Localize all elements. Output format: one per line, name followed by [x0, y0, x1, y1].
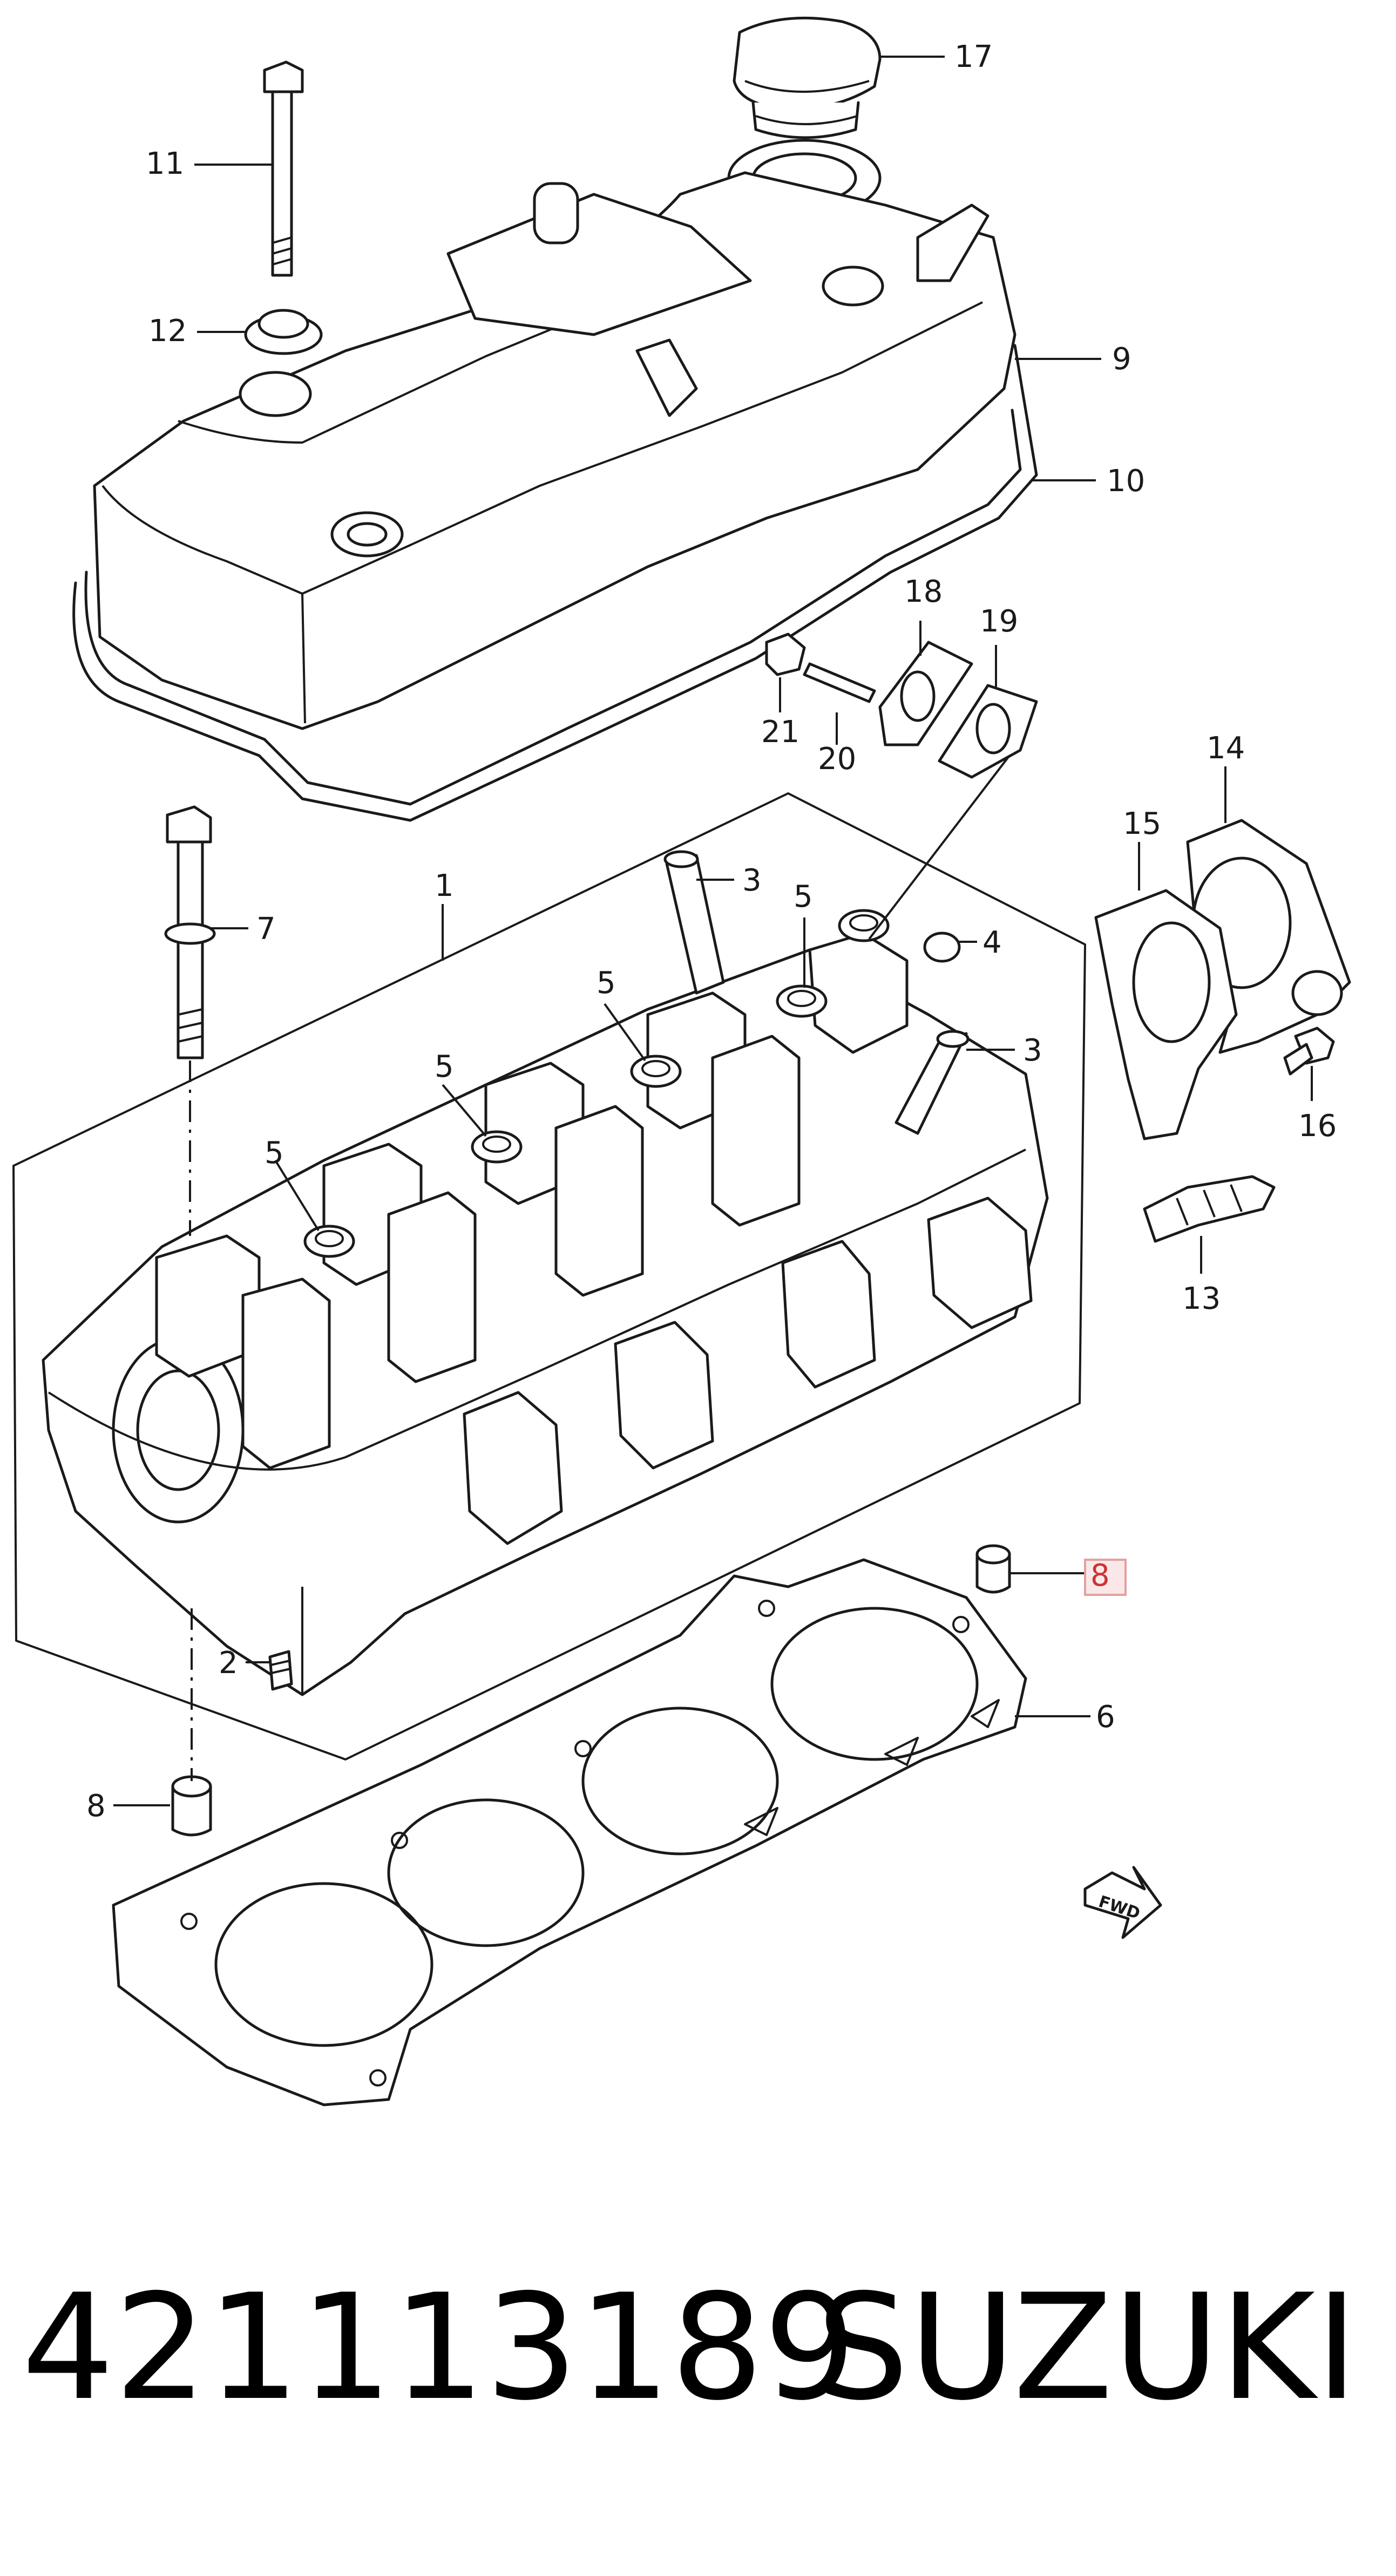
spark-plug [1143, 1175, 1276, 1243]
callout-11: 11 [146, 146, 184, 181]
callout-labels: 17 11 12 9 10 18 19 21 20 14 15 1 7 3 5 … [86, 39, 1337, 1824]
callout-6: 6 [1096, 1700, 1115, 1735]
callout-21: 21 [761, 715, 799, 750]
valve-stem-seal [838, 909, 890, 942]
callout-10: 10 [1107, 464, 1145, 499]
cylinder-head-assembly-outline [12, 792, 1086, 1761]
valve-stem-seal [471, 1130, 523, 1164]
water-outlet-bolt [1283, 1027, 1335, 1076]
callout-20: 20 [818, 742, 856, 777]
callout-5b: 5 [265, 1136, 284, 1171]
stud-bolt [803, 662, 876, 703]
callout-17: 17 [954, 39, 993, 74]
valve-guide [663, 850, 725, 995]
water-outlet-gasket [1094, 889, 1238, 1140]
dowel-pin [171, 1775, 212, 1837]
callout-4: 4 [982, 925, 1002, 960]
valve-stem-seal [303, 1225, 355, 1258]
cylinder-head [42, 932, 1049, 1696]
valve-stem-seal [630, 1055, 682, 1088]
part-number: 421113189 [22, 2262, 857, 2432]
callout-7: 7 [256, 912, 276, 947]
cylinder-head-bolt [164, 805, 216, 1059]
dowel-pin [975, 1544, 1011, 1594]
callout-18: 18 [904, 574, 943, 609]
cover-bolt-seal-washer [244, 309, 323, 355]
callout-5c: 5 [435, 1049, 454, 1084]
callout-13: 13 [1182, 1281, 1221, 1316]
callout-8-highlighted: 8 [1090, 1558, 1110, 1593]
hex-nut [765, 633, 806, 676]
cylinder-head-gasket [112, 1558, 1027, 2106]
callout-16: 16 [1298, 1109, 1337, 1144]
fwd-arrow-icon: FWD [1083, 1866, 1162, 1939]
callout-15: 15 [1123, 806, 1161, 841]
callout-9: 9 [1112, 342, 1131, 377]
callout-5d: 5 [597, 966, 616, 1001]
cover-bolt [263, 60, 304, 277]
cylinder-head-cover [93, 171, 1016, 730]
callout-8: 8 [86, 1789, 106, 1824]
callout-19: 19 [980, 604, 1018, 639]
callout-3b: 3 [1023, 1033, 1042, 1068]
valve-guide [894, 1030, 970, 1135]
callout-5e: 5 [794, 879, 813, 914]
brand-name: SUZUKI [816, 2262, 1358, 2432]
callout-14: 14 [1207, 731, 1245, 766]
plug [923, 932, 961, 963]
callout-highlight-box [1084, 1559, 1127, 1596]
valve-stem-seal [776, 984, 828, 1018]
callout-12: 12 [148, 314, 187, 349]
bracket-plate [878, 641, 973, 746]
callout-2: 2 [219, 1646, 238, 1681]
leader-lines [113, 56, 1313, 1806]
callout-3a: 3 [742, 863, 762, 898]
bracket-gasket [938, 684, 1038, 779]
head-stud [268, 1650, 293, 1691]
callout-1: 1 [435, 868, 454, 903]
